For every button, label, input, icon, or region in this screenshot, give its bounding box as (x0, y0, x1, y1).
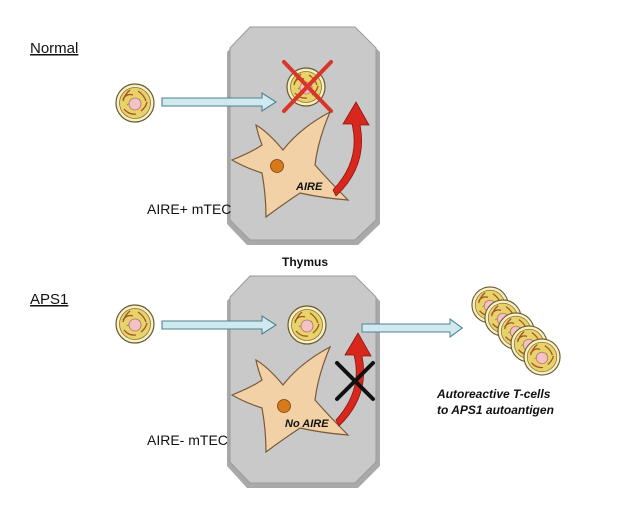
section-label-normal: Normal (30, 40, 78, 57)
thymus-label: Thymus (282, 255, 328, 269)
mtec-aire-positive (230, 110, 350, 219)
caption-aire-negative-mtec: AIRE- mTEC (147, 432, 228, 448)
red-curved-arrow-aps1 (335, 332, 372, 427)
tcell-escaping-aps1 (287, 305, 327, 345)
result-label-line1: Autoreactive T-cells (436, 387, 551, 401)
mtec-aire-negative (230, 345, 350, 454)
tcell-incoming-aps1 (115, 304, 155, 344)
red-curved-arrow-normal (332, 101, 370, 197)
tcell-incoming-normal (115, 83, 155, 123)
caption-aire-positive-mtec: AIRE+ mTEC (147, 201, 231, 217)
section-label-aps1: APS1 (30, 291, 68, 308)
deletion-x-red (282, 60, 333, 113)
mtec-label-no-aire: No AIRE (285, 418, 329, 430)
result-label-line2: to APS1 autoantigen (437, 403, 554, 417)
autoreactive-tcell-stack (471, 286, 561, 376)
mtec-label-aire: AIRE (295, 181, 323, 193)
block-x-black (335, 361, 375, 401)
